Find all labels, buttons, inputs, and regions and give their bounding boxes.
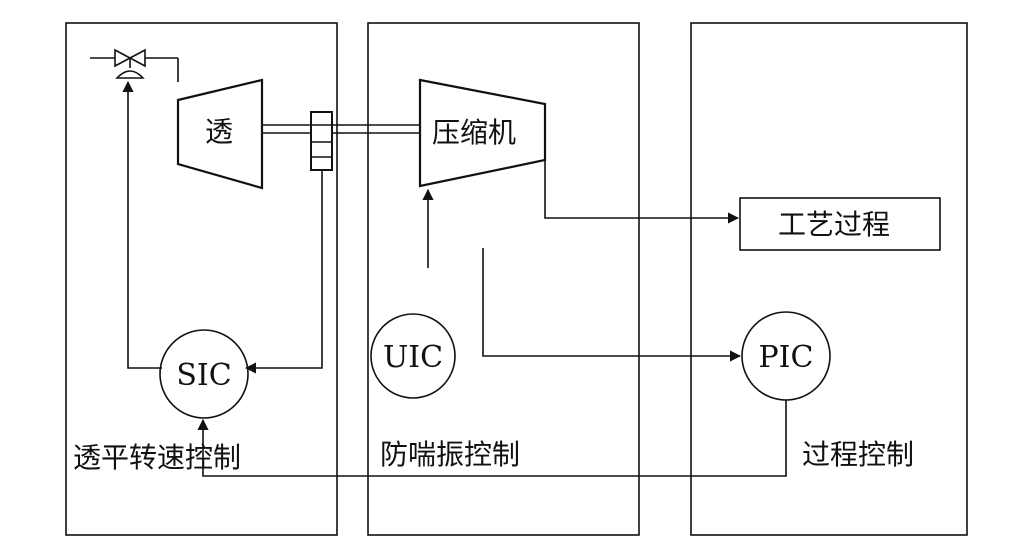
process-box	[739, 197, 941, 251]
uic-label: UIC	[383, 340, 443, 375]
panel-speed-control	[65, 22, 338, 536]
sic-to-valve-line	[122, 80, 162, 369]
caption-anti-surge-control: 防喘振控制	[380, 438, 520, 471]
caption-process-control: 过程控制	[802, 438, 914, 471]
pic-label: PIC	[759, 340, 814, 375]
process-label: 工艺过程	[778, 208, 890, 241]
compressor-label: 压缩机	[432, 116, 516, 149]
turbine-label: 透	[205, 115, 233, 148]
turbine	[176, 78, 264, 190]
shaft	[262, 124, 420, 134]
caption-speed-control: 透平转速控制	[73, 441, 241, 474]
discharge-line	[544, 160, 740, 224]
pic-controller	[741, 311, 831, 401]
surge-to-pic-line	[482, 248, 742, 362]
panel-anti-surge-control	[367, 22, 640, 536]
control-valve	[90, 48, 179, 82]
sic-controller	[159, 329, 249, 419]
uic-controller	[370, 313, 456, 399]
sic-label: SIC	[176, 358, 231, 393]
speed-sensor	[310, 111, 333, 171]
pic-to-sic-line	[197, 400, 787, 477]
panel-process-control	[690, 22, 968, 536]
speed-feedback-line	[244, 170, 323, 374]
